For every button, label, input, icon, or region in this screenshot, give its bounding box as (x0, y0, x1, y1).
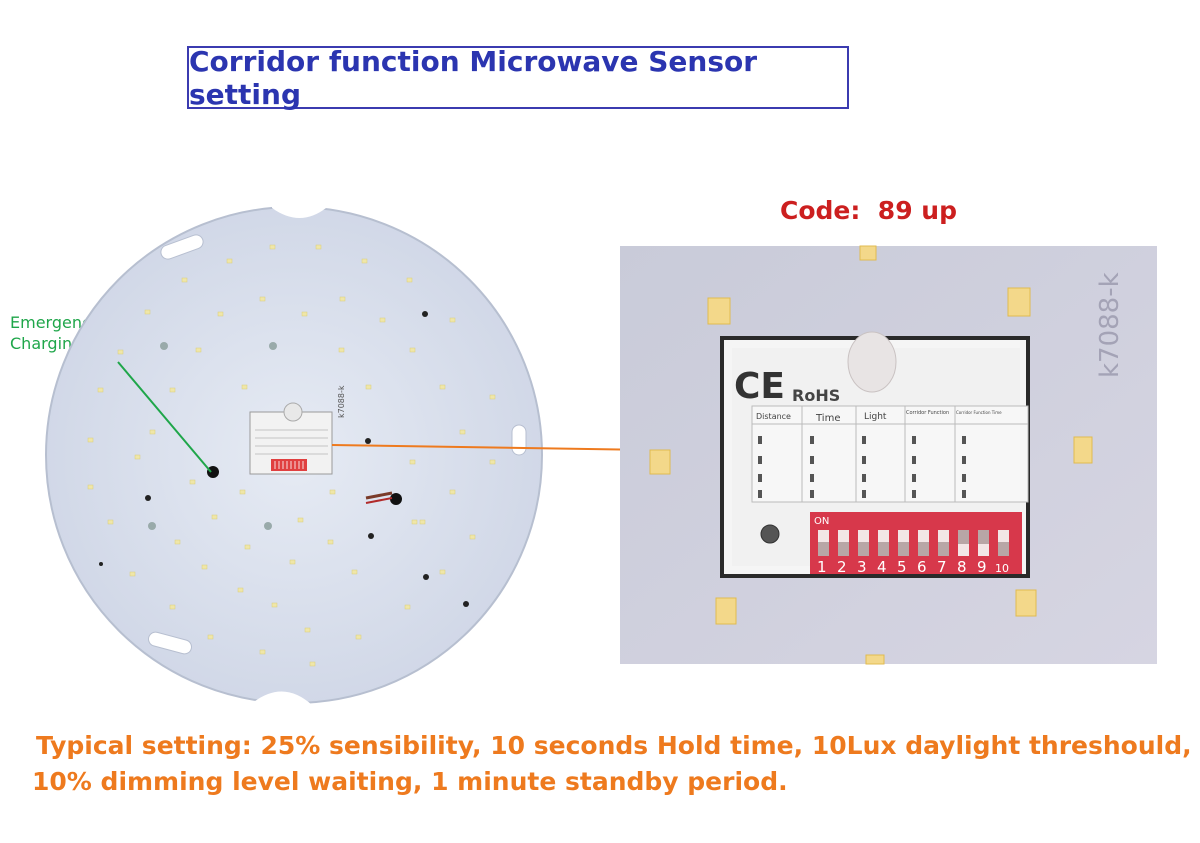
dip-number-6: 6 (917, 558, 927, 576)
dip-number-8: 8 (957, 558, 967, 576)
dip-number-1: 1 (817, 558, 827, 576)
dip-number-10: 10 (995, 562, 1009, 575)
col-time: Time (815, 413, 840, 424)
ce-mark: CE (734, 366, 785, 407)
col-distance: Distance (756, 412, 791, 421)
rohs-mark: RoHS (792, 386, 840, 405)
dip-number-5: 5 (897, 558, 907, 576)
callout-line (117, 361, 212, 473)
col-corridor: Corridor Function (906, 410, 949, 416)
dip-number-3: 3 (857, 558, 867, 576)
dip-on-label: ON (814, 516, 829, 527)
code-prefix: Code: (780, 196, 861, 225)
dip-number-4: 4 (877, 558, 887, 576)
zoom-photo: k7088-k CE RoHS Distance Time Light Corr… (620, 245, 1157, 665)
typical-setting: Typical setting: 25% sensibility, 10 sec… (32, 728, 1196, 800)
typical-line-2: 10% dimming level waiting, 1 minute stan… (32, 767, 788, 796)
dip-number-2: 2 (837, 558, 847, 576)
typical-line-1: Typical setting: 25% sensibility, 10 sec… (36, 731, 1192, 760)
code-label: Code: 89 up (780, 196, 957, 225)
zoom-marking: k7088-k (1095, 272, 1125, 378)
led-array (87, 244, 496, 667)
dip-number-9: 9 (977, 558, 987, 576)
board-marking: k7088-k (337, 385, 346, 418)
col-light: Light (864, 412, 887, 422)
dip-number-7: 7 (937, 558, 947, 576)
title-box: Corridor function Microwave Sensor setti… (187, 44, 849, 111)
callout-line-1: Emergency (10, 313, 101, 332)
code-value: 89 up (877, 196, 957, 225)
led-board: k7088-k (45, 200, 543, 712)
col-corridor-time: Corridor Function Time (956, 410, 1002, 415)
page-title: Corridor function Microwave Sensor setti… (189, 44, 758, 111)
